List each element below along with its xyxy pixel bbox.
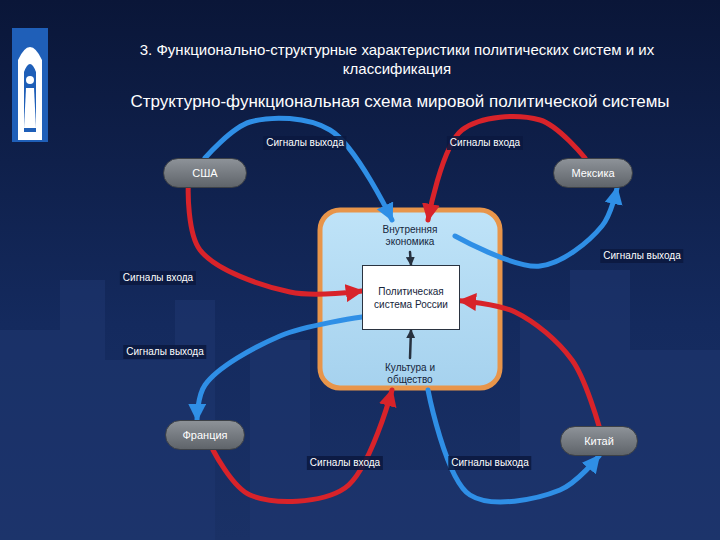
signal-label: Сигналы выхода [263,136,346,150]
node-text: Китай [584,435,614,447]
node-text: Внутренняя экономика [369,224,451,248]
signal-label: Сигналы выхода [123,345,206,359]
signal-label: Сигналы входа [307,456,383,470]
signal-label: Сигналы входа [120,271,196,285]
country-pill: Франция [165,420,245,450]
signal-arrow [455,188,617,266]
russia-frame [320,210,500,388]
node-text: Культура и общество [369,362,451,386]
slide-title: 3. Функционально-структурные характерист… [137,40,657,78]
university-logo [12,28,48,142]
signal-arrow [197,317,362,420]
node-text: Мексика [571,167,614,179]
signal-label: Сигналы входа [447,136,523,150]
node-text: Политическая система России [369,285,453,311]
country-pill: Мексика [553,158,633,188]
signal-arrow [188,188,362,294]
subtitle-text: Структурно-функциональная схема мировой … [70,92,720,112]
signal-label: Сигналы выхода [600,249,683,263]
country-pill: США [163,158,247,188]
node-text: Франция [182,429,227,441]
sphere-text-box: Внутренняя экономика [365,220,455,252]
process-box: Политическая система России [362,265,460,330]
signal-arrow [460,301,599,426]
country-pill: Китай [560,426,638,456]
node-text: США [192,167,217,179]
signal-label: Сигналы выхода [448,456,531,470]
sphere-text-box: Культура и общество [365,358,455,390]
signal-arrow [410,330,411,358]
signal-arrow [410,252,411,265]
